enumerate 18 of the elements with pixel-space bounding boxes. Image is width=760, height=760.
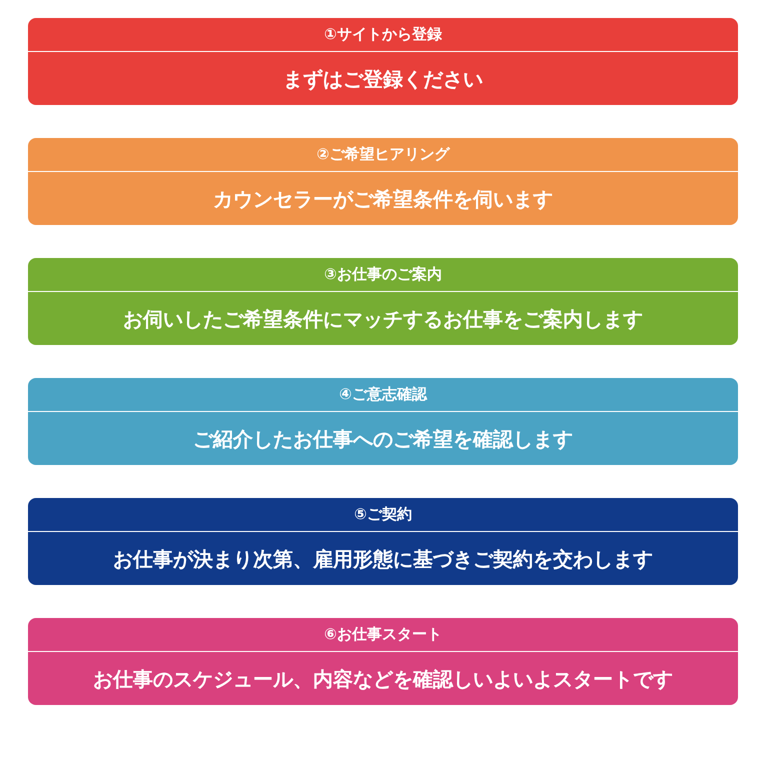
step-description: お仕事のスケジュール、内容などを確認しいよいよスタートです bbox=[93, 666, 673, 692]
step-heading: ①サイトから登録 bbox=[324, 24, 442, 46]
step-box bbox=[28, 498, 738, 585]
step-heading: ②ご希望ヒアリング bbox=[316, 144, 450, 166]
step-box bbox=[28, 138, 738, 225]
step-box bbox=[28, 18, 738, 105]
step-description: ご紹介したお仕事へのご希望を確認します bbox=[193, 426, 573, 452]
step-box bbox=[28, 378, 738, 465]
step-description: カウンセラーがご希望条件を伺います bbox=[213, 186, 553, 212]
step-box bbox=[28, 258, 738, 345]
step-heading: ⑥お仕事スタート bbox=[324, 624, 442, 646]
step-description: お仕事が決まり次第、雇用形態に基づきご契約を交わします bbox=[113, 546, 653, 572]
step-heading: ⑤ご契約 bbox=[354, 504, 412, 526]
step-description: お伺いしたご希望条件にマッチするお仕事をご案内します bbox=[123, 306, 643, 332]
step-box bbox=[28, 618, 738, 705]
step-description: まずはご登録ください bbox=[283, 66, 483, 92]
step-heading: ③お仕事のご案内 bbox=[324, 264, 442, 286]
step-heading: ④ご意志確認 bbox=[339, 384, 427, 406]
